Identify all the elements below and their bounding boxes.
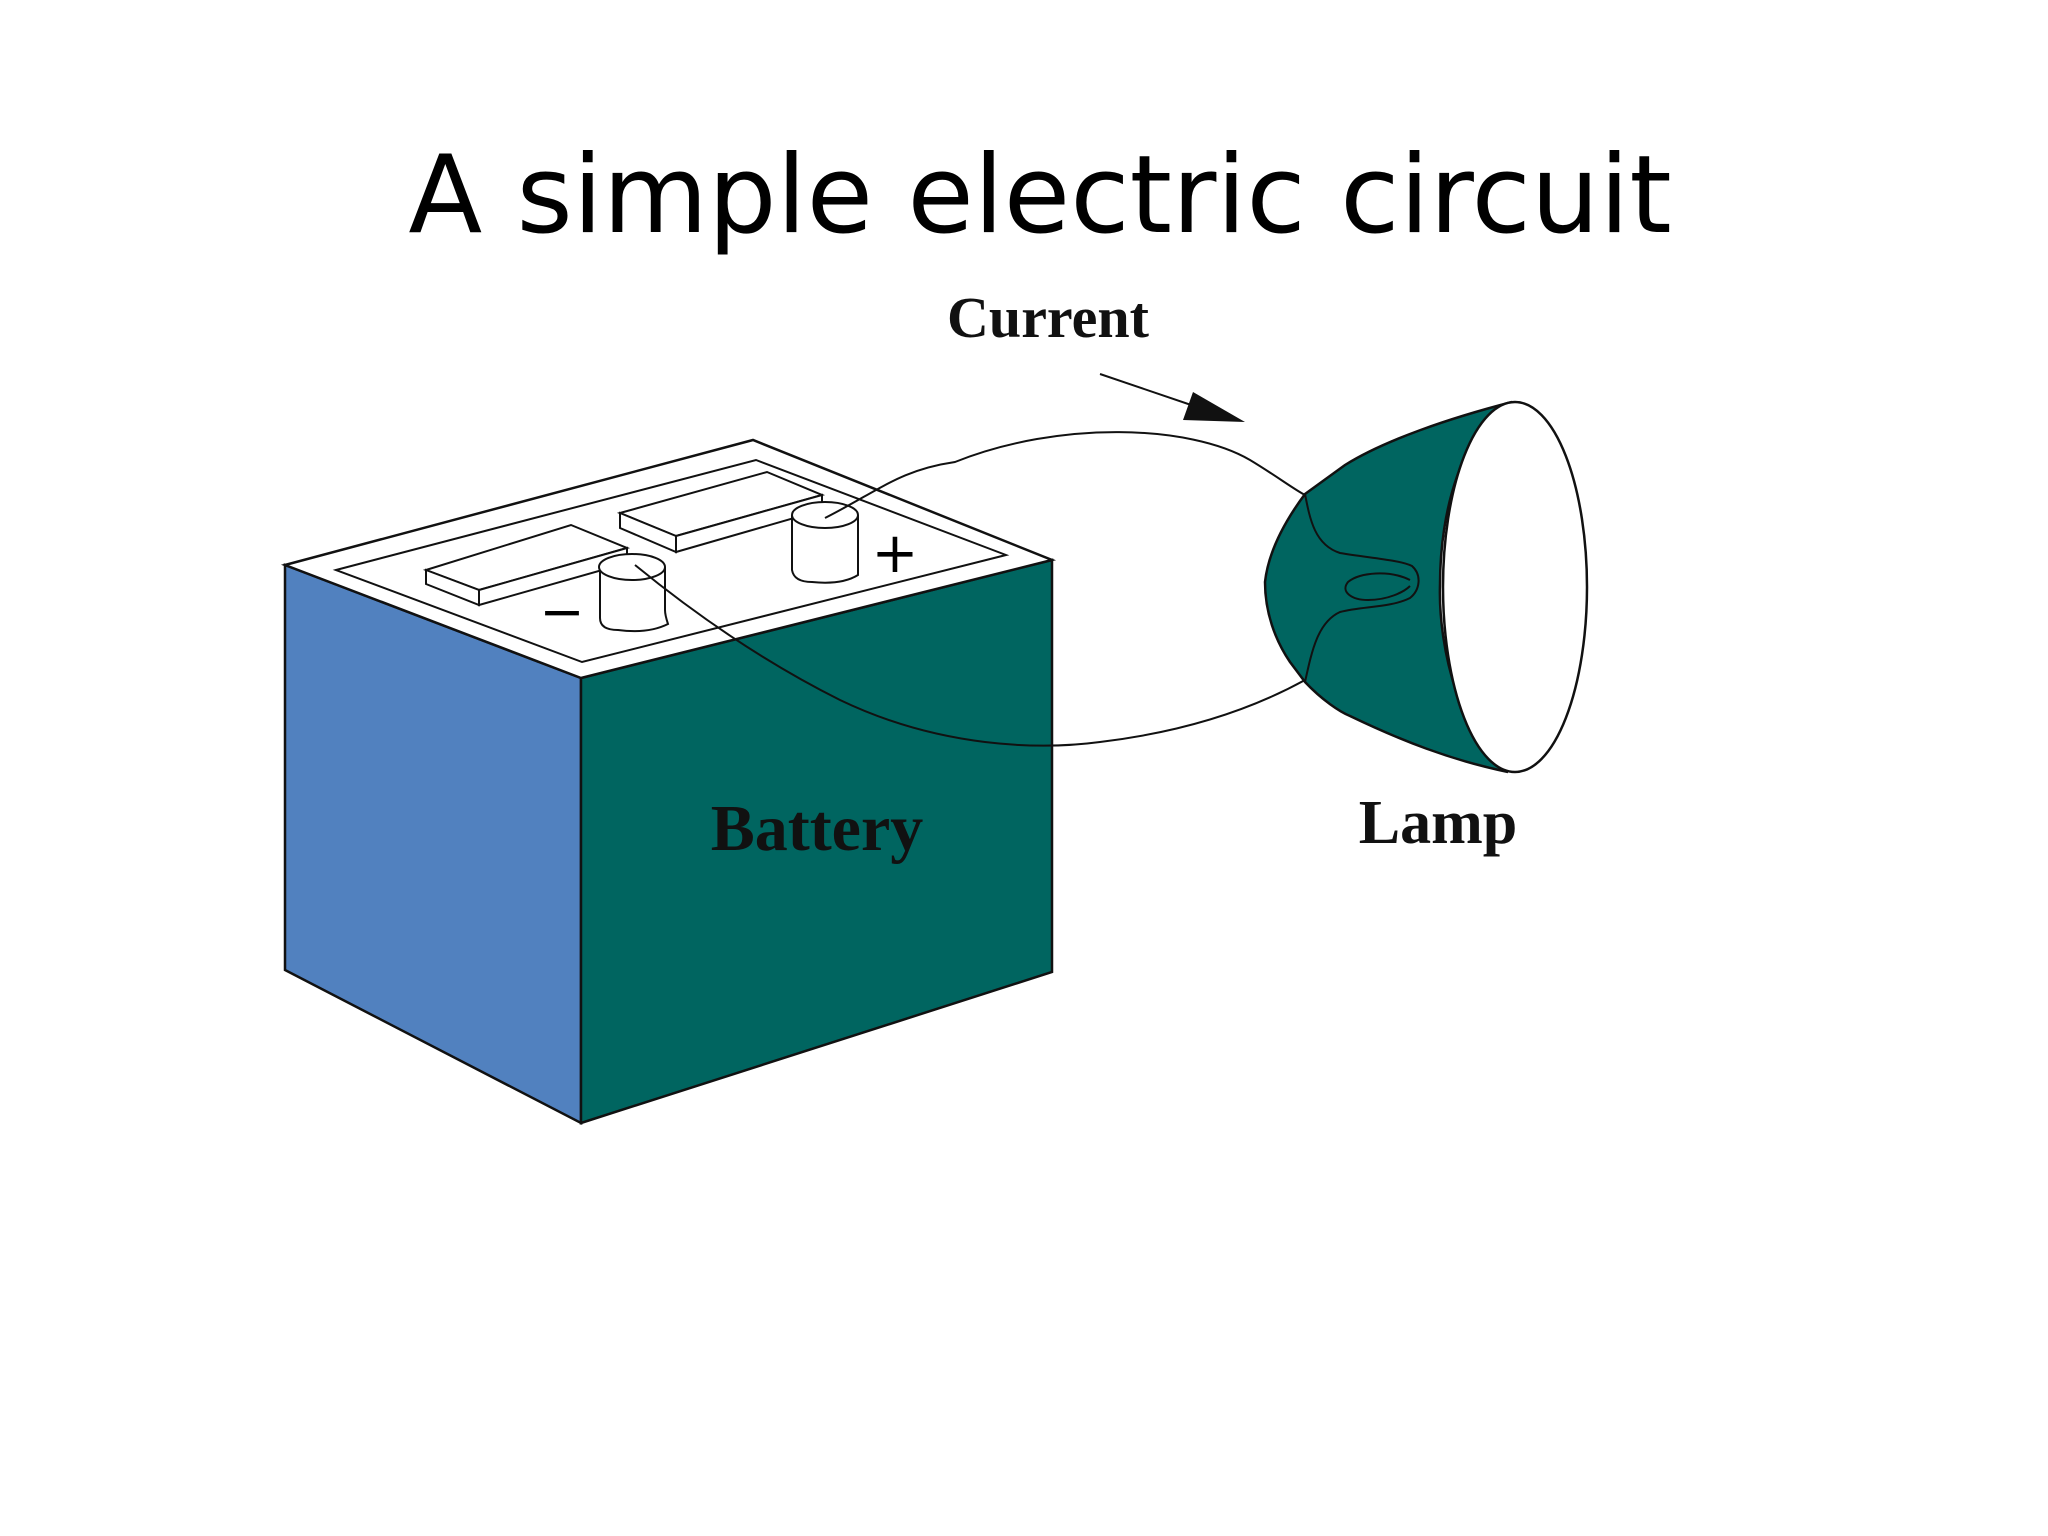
battery-top-rim — [332, 458, 1010, 664]
wire-positive — [824, 431, 1306, 519]
battery-cell-cap-right — [616, 470, 826, 554]
lamp-body — [1263, 400, 1513, 774]
battery: − + Battery — [280, 438, 1057, 1126]
negative-sign: − — [539, 580, 584, 643]
positive-sign: + — [872, 521, 919, 586]
negative-terminal — [598, 553, 670, 633]
lamp-lens — [1441, 400, 1589, 774]
battery-label: Battery — [711, 792, 924, 865]
lamp-label: Lamp — [1359, 789, 1517, 857]
lamp-filament-loop — [1344, 572, 1411, 602]
current-label: Current — [947, 285, 1150, 350]
current-arrow — [1099, 373, 1245, 422]
slide-title: A simple electric circuit — [408, 133, 1671, 258]
lamp-filament — [1304, 493, 1420, 683]
lamp: Lamp — [1263, 400, 1589, 857]
positive-terminal — [791, 501, 859, 584]
wire-negative — [634, 564, 1306, 747]
